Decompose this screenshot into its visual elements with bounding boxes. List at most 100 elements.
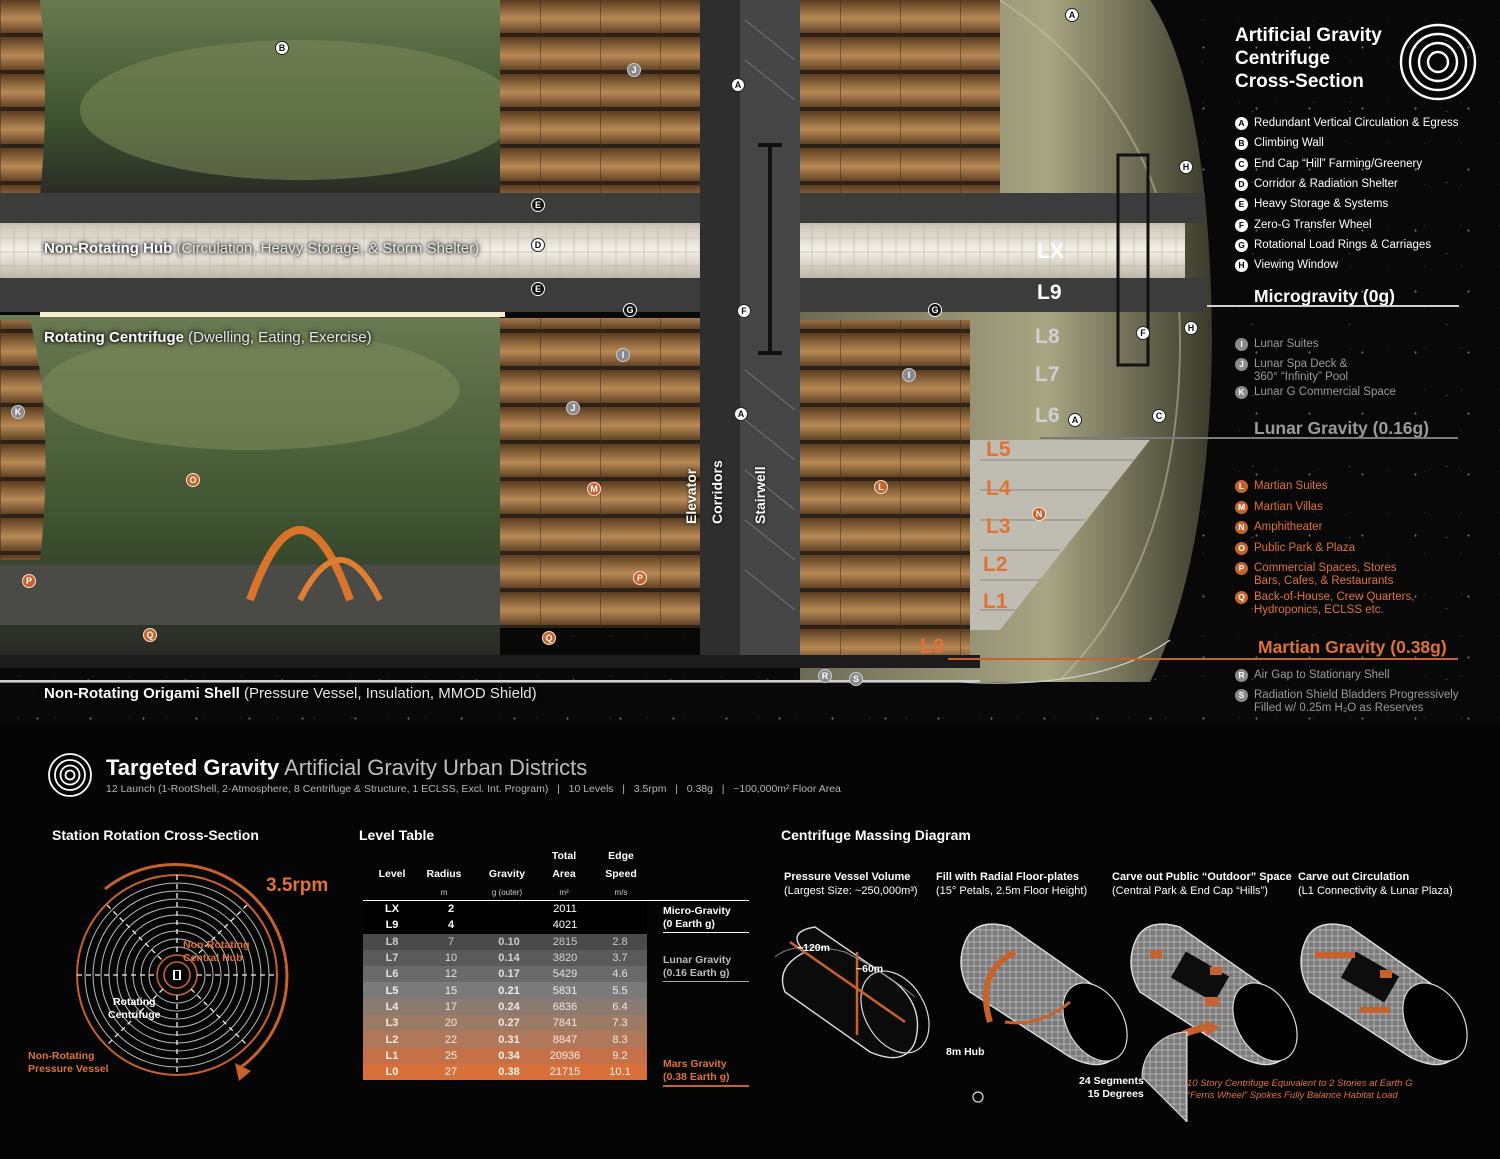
cell-radius: 10: [444, 952, 458, 965]
legend-key: E: [1235, 198, 1248, 212]
diameter-dimension: ~60m: [856, 963, 884, 975]
cell-level: L3: [385, 1017, 399, 1030]
cell-gravity: 0.24: [498, 1000, 520, 1013]
legend-text: Rotational Load Rings & Carriages: [1254, 238, 1432, 251]
cell-speed: 8.3: [612, 1033, 628, 1046]
group-micro-gravity: Micro-Gravity (0 Earth g): [663, 905, 731, 930]
cell-level: L6: [385, 968, 399, 981]
cell-speed: [593, 917, 647, 933]
cell-radius: 7: [447, 935, 455, 948]
zone-line-martian: [948, 658, 1458, 660]
legend-key: S: [1235, 689, 1248, 702]
pin-b: B: [275, 41, 289, 55]
legend-text: Radiation Shield Bladders Progressively …: [1254, 689, 1459, 714]
massing-note: 10 Story Centrifuge Equivalent to 2 Stor…: [1187, 1078, 1413, 1101]
pin-q: Q: [143, 628, 157, 642]
hub-label: Non-Rotating Hub (Circulation, Heavy Sto…: [44, 240, 480, 257]
column-header: Level: [378, 868, 406, 880]
group-mars-gravity: Mars Gravity (0.38 Earth g): [663, 1058, 730, 1083]
pin-a: A: [734, 407, 748, 421]
level-label-l1: L1: [983, 590, 1008, 613]
cell-speed: 10.1: [609, 1066, 631, 1079]
column-unit: m/s: [614, 888, 628, 897]
zone-lunar: Lunar Gravity (0.16g): [1254, 418, 1430, 438]
pin-a: A: [731, 78, 745, 92]
massing-step-2: Fill with Radial Floor-plates(15° Petals…: [936, 871, 1088, 897]
legend-text: End Cap “Hill” Farming/Greenery: [1254, 157, 1423, 170]
rotation-diagram: [76, 863, 289, 1081]
pressure-vessel-label: Non-Rotating Pressure Vessel: [28, 1050, 109, 1075]
legend-key: O: [1235, 541, 1248, 555]
cell-gravity: 0.27: [498, 1017, 520, 1030]
cell-speed: 3.7: [612, 952, 628, 965]
cell-gravity: [481, 917, 537, 933]
cell-speed: 2.8: [612, 935, 628, 948]
segments-label: 24 Segments 15 Degrees: [1079, 1075, 1144, 1100]
legend-text: Corridor & Radiation Shelter: [1254, 177, 1398, 190]
cell-gravity: 0.38: [498, 1066, 520, 1079]
elevator-label: Elevator: [683, 468, 699, 524]
legend-text: Martian Villas: [1254, 500, 1323, 513]
pin-i: I: [902, 368, 916, 382]
column-header: Gravity: [488, 868, 526, 880]
zone-line-micro: [1207, 305, 1459, 307]
legend-key: N: [1235, 521, 1248, 534]
rotation-title: Station Rotation Cross-Section: [52, 827, 259, 843]
pin-i: I: [616, 348, 630, 362]
corridors-label: Corridors: [709, 460, 725, 524]
column-header: Radius: [426, 868, 462, 880]
cell-area: 5831: [552, 984, 578, 997]
massing-title: Centrifuge Massing Diagram: [781, 827, 971, 843]
cell-area: 4021: [552, 919, 578, 932]
level-label-lx: LX: [1037, 240, 1064, 263]
pin-q: Q: [542, 631, 556, 645]
bottom-panel: Targeted Gravity Artificial Gravity Urba…: [0, 722, 1500, 1159]
column-unit: m: [440, 888, 448, 897]
column-unit: g (outer): [491, 888, 523, 897]
cell-radius: 17: [444, 1000, 458, 1013]
pin-j: J: [627, 63, 641, 77]
massing-step-3: Carve out Public “Outdoor” Space(Central…: [1112, 871, 1292, 897]
cell-area: 21715: [549, 1066, 581, 1079]
cell-level: L8: [385, 935, 399, 948]
cell-speed: 7.3: [612, 1017, 628, 1030]
legend-key: C: [1235, 157, 1248, 171]
cell-radius: 15: [444, 984, 458, 997]
pin-g: G: [623, 303, 637, 317]
cell-speed: 6.4: [612, 1000, 628, 1013]
massing-diagram: [775, 923, 1468, 1122]
cell-speed: 4.6: [612, 968, 628, 981]
zone-microgravity: Microgravity (0g): [1254, 286, 1395, 306]
legend-key: K: [1235, 386, 1248, 399]
legend-key: B: [1235, 137, 1248, 151]
pin-m: M: [587, 482, 601, 496]
cell-area: 20936: [549, 1049, 581, 1062]
legend-key: F: [1235, 218, 1248, 232]
level-label-l0: L0: [920, 635, 945, 658]
column-header: Total Area: [551, 850, 577, 880]
cell-radius: 2: [447, 903, 455, 916]
cell-area: 7841: [552, 1017, 578, 1030]
rotating-centrifuge-label: Rotating Centrifuge: [108, 996, 161, 1021]
cell-level: L5: [385, 984, 399, 997]
pin-a: A: [1065, 8, 1079, 22]
cell-speed: 9.2: [612, 1049, 628, 1062]
legend-key: R: [1235, 669, 1248, 682]
